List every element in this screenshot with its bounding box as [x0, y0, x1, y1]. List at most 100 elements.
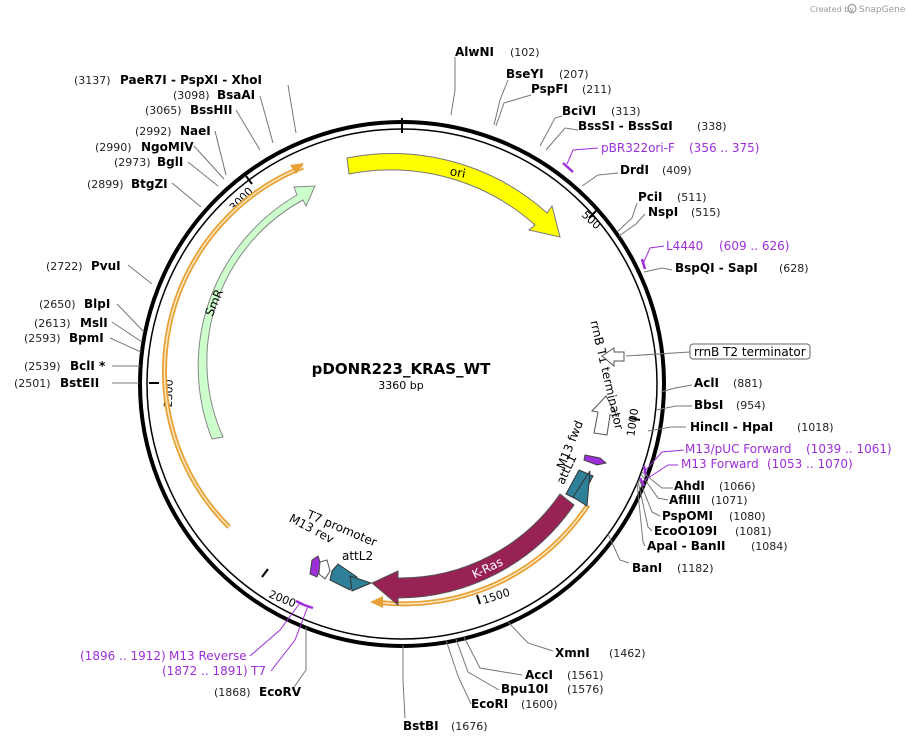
site-labels-left: (1868) EcoRV (2501) BstEII (2539) BclI *…	[14, 73, 302, 699]
site-pos-bsaai: (3098)	[173, 89, 210, 102]
site-pos-bpmi: (2593)	[24, 332, 61, 345]
site-pos-ecori: (1600)	[521, 698, 558, 711]
site-pos-blpi: (2650)	[39, 298, 76, 311]
site-pos-bpu10i: (1576)	[567, 683, 604, 696]
primer-name-m13-puc-forward: M13/pUC Forward	[685, 442, 792, 456]
credit-brand: SnapGene	[859, 5, 906, 15]
feature-rrnb-t1-terminator[interactable]	[590, 395, 618, 436]
site-pos-paer7i: (3137)	[74, 74, 111, 87]
primer-name-m13-forward: M13 Forward	[681, 457, 759, 471]
feature-rrnb-t2-terminator[interactable]	[601, 347, 625, 368]
site-name-ecori: EcoRI	[471, 697, 508, 711]
site-pos-drdi: (409)	[662, 164, 692, 177]
orf-smr-arrowhead	[290, 163, 304, 174]
site-pos-bbsi: (954)	[736, 399, 766, 412]
site-name-alwni: AlwNI	[455, 45, 494, 59]
site-pos-apai: (1084)	[751, 540, 788, 553]
tick-mark-2000	[261, 568, 269, 578]
site-name-ecorv: EcoRV	[259, 685, 302, 699]
feature-smr[interactable]	[197, 185, 316, 440]
tick-mark-1000	[629, 417, 641, 421]
site-name-bseyi: BseYI	[506, 67, 544, 81]
site-labels: AlwNI (102) BseYI (207) PspFI (211) BciV…	[403, 45, 834, 733]
tick-label-1000: 1000	[624, 408, 641, 438]
site-name-nspi: NspI	[648, 205, 678, 219]
site-name-bsaai: BsaAI	[217, 88, 255, 102]
site-name-bani: BanI	[632, 561, 662, 575]
plasmid-name: pDONR223_KRAS_WT	[312, 360, 491, 378]
site-pos-pspomi: (1080)	[729, 510, 766, 523]
primer-name-m13-reverse: M13 Reverse	[169, 649, 247, 663]
rrnb-t2-label-box	[689, 343, 811, 360]
orf-kras-arrowhead	[370, 596, 383, 608]
feature-ori[interactable]	[346, 153, 561, 238]
site-pos-afliii: (1071)	[711, 494, 748, 507]
site-name-blpi: BlpI	[84, 297, 110, 311]
site-pos-bani: (1182)	[677, 562, 714, 575]
site-pos-bsteii: (2501)	[14, 377, 51, 390]
credit-prefix: Created by	[810, 5, 854, 14]
snapgene-logo-icon	[847, 3, 857, 14]
site-pos-ngomiv: (2990)	[95, 141, 132, 154]
site-name-pspomi: PspOMI	[662, 509, 713, 523]
primer-range-pbr322ori-f: (356 .. 375)	[689, 141, 759, 155]
site-pos-bgli: (2973)	[114, 156, 151, 169]
site-pos-ecoo109i: (1081)	[735, 525, 772, 538]
site-name-bspqi: BspQI - SapI	[675, 261, 758, 275]
feature-attl2-arrowhead	[349, 575, 373, 592]
site-leaders	[109, 57, 693, 719]
site-pos-xmni: (1462)	[609, 647, 646, 660]
site-pos-alwni: (102)	[510, 46, 540, 59]
site-pos-acli: (881)	[733, 377, 763, 390]
primer-leaders	[249, 147, 685, 672]
feature-attl2-label: attL2	[342, 549, 373, 563]
site-name-pvui: PvuI	[91, 259, 121, 273]
primer-range-m13-reverse: (1896 .. 1912)	[80, 649, 166, 663]
feature-m13-fwd-label: M13 fwd	[554, 419, 586, 471]
snapgene-credit: Created by SnapGene	[810, 3, 906, 15]
site-pos-nspi: (515)	[691, 206, 721, 219]
rrnb-t2-leader	[625, 351, 691, 357]
feature-t7-promoter[interactable]	[318, 559, 331, 580]
tick-mark-1500	[476, 594, 481, 605]
site-name-xmni: XmnI	[555, 646, 590, 660]
site-pos-bseyi: (207)	[559, 68, 589, 81]
primer-range-l4440: (609 .. 626)	[719, 239, 789, 253]
site-name-bsssi: BssSI - BssSαI	[578, 119, 673, 133]
primer-mark-pbr322ori-f	[562, 162, 574, 173]
site-name-acli: AclI	[694, 376, 719, 390]
site-name-acci: AccI	[525, 668, 553, 682]
tick-mark-500	[588, 210, 597, 219]
primer-range-m13-puc-forward: (1039 .. 1061)	[806, 442, 892, 456]
orf-smr-inner	[163, 166, 304, 528]
site-name-bsshii: BssHII	[190, 103, 232, 117]
primer-name-t7: T7	[250, 664, 266, 678]
primer-labels: pBR322ori-F (356 .. 375) L4440 (609 .. 6…	[80, 141, 892, 678]
site-name-afliii: AflIII	[669, 493, 701, 507]
site-pos-hincii: (1018)	[797, 421, 834, 434]
site-name-msli: MslI	[80, 316, 108, 330]
plasmid-length: 3360 bp	[378, 379, 423, 392]
site-pos-bstbi: (1676)	[451, 720, 488, 733]
site-name-bbsi: BbsI	[694, 398, 723, 412]
primer-range-t7: (1872 .. 1891)	[162, 664, 248, 678]
site-name-naei: NaeI	[180, 124, 211, 138]
tick-label-3000: 3000	[227, 185, 256, 214]
feature-ori-label: ori	[449, 164, 467, 180]
feature-m13-fwd[interactable]	[583, 454, 608, 466]
site-pos-ahdi: (1066)	[719, 480, 756, 493]
site-pos-naei: (2992)	[135, 125, 172, 138]
site-pos-msli: (2613)	[34, 317, 71, 330]
site-name-pcii: PciI	[638, 190, 663, 204]
tick-mark-3000	[245, 175, 253, 185]
feature-kras[interactable]	[371, 493, 575, 607]
site-pos-bcli: (2539)	[24, 360, 61, 373]
site-name-bgli: BglI	[157, 155, 183, 169]
site-pos-bcivi: (313)	[611, 105, 641, 118]
site-name-bstbi: BstBI	[403, 719, 439, 733]
site-name-bsteii: BstEII	[60, 376, 99, 390]
site-pos-bsssi: (338)	[697, 120, 727, 133]
site-pos-acci: (1561)	[567, 669, 604, 682]
site-pos-bspqi: (628)	[779, 262, 809, 275]
orf-kras-inner	[375, 504, 589, 605]
